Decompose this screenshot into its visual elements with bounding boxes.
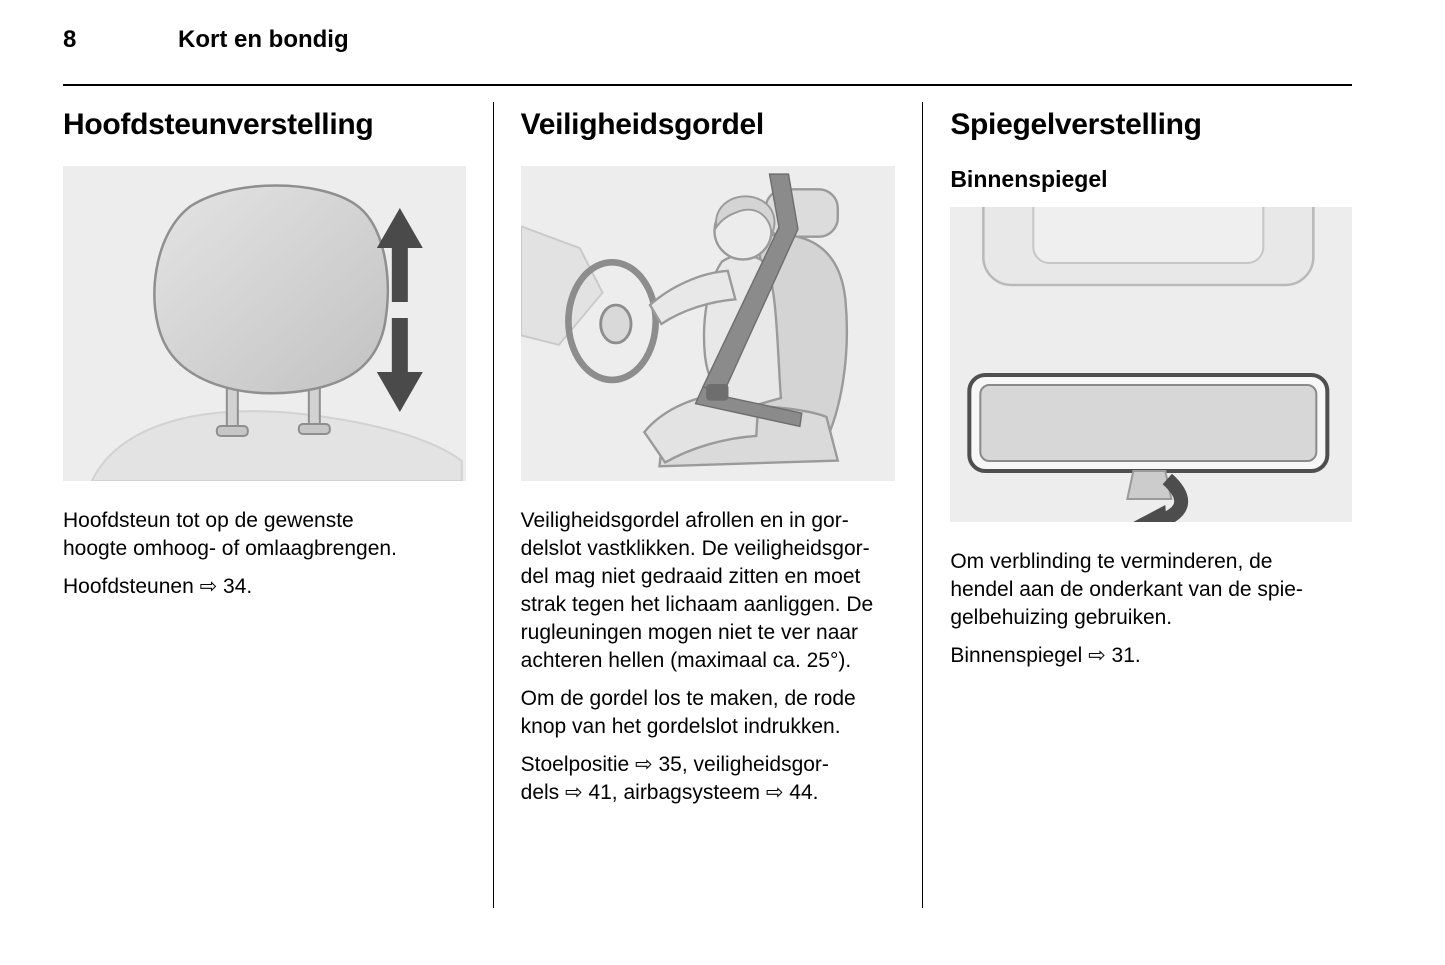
page-number: 8 xyxy=(63,26,77,53)
mirror-subtitle: Binnenspiegel xyxy=(950,166,1108,192)
header-rule xyxy=(63,84,1352,86)
seatbelt-strap-shape xyxy=(694,173,803,428)
mirror-section-title: Spiegelverstelling xyxy=(950,108,1202,141)
mirror-body-text: Om verblinding te verminderen, de hendel… xyxy=(950,548,1352,670)
section-headrest: Hoofdsteunverstelling xyxy=(63,102,493,908)
driver-head-shape xyxy=(712,195,776,261)
headrest-posts xyxy=(215,379,331,437)
steering-wheel-shape xyxy=(564,259,659,384)
seatbelt-body-text: Veiligheidsgordel afrollen en in gor- de… xyxy=(521,507,896,807)
headrest-section-title: Hoofdsteunverstelling xyxy=(63,108,374,141)
seatbelt-illustration xyxy=(520,166,896,481)
headrest-shape xyxy=(153,184,389,395)
seatbelt-section-title: Veiligheidsgordel xyxy=(520,108,765,141)
seat-top-shape xyxy=(90,410,463,481)
mirror-cross-reference: Binnenspiegel ⇨ 31. xyxy=(950,644,1141,667)
headrest-illustration xyxy=(63,166,466,481)
driver-arm-shape xyxy=(648,269,737,326)
headliner-shape xyxy=(982,207,1315,287)
page-header: 8 Kort en bondig xyxy=(63,26,1352,54)
lever-arrow-icon xyxy=(1133,473,1189,522)
headrest-body-text: Hoofdsteun tot op de gewenste hoogte omh… xyxy=(63,507,466,601)
headrest-paragraph: Hoofdsteun tot op de gewenste hoogte omh… xyxy=(63,509,397,560)
section-mirror: Spiegelverstelling Binnenspiegel xyxy=(922,102,1352,908)
mirror-illustration-svg xyxy=(953,207,1349,522)
seatbelt-paragraph-1: Veiligheidsgordel afrollen en in gor- de… xyxy=(520,509,874,672)
rear-view-mirror-shape xyxy=(967,373,1330,500)
up-down-arrows-icon xyxy=(376,208,423,412)
content-columns: Hoofdsteunverstelling xyxy=(63,102,1352,908)
seatbelt-cross-reference: Stoelpositie ⇨ 35, veiligheidsgor- dels … xyxy=(520,753,829,804)
seatbelt-paragraph-2: Om de gordel los te maken, de rode knop … xyxy=(520,687,856,738)
dashboard-shape xyxy=(520,225,604,346)
manual-page: 8 Kort en bondig Hoofdsteunverstelling xyxy=(63,26,1352,908)
headrest-cross-reference: Hoofdsteunen ⇨ 34. xyxy=(63,575,253,598)
section-seatbelt: Veiligheidsgordel xyxy=(492,102,923,908)
seatbelt-illustration-svg xyxy=(520,173,896,473)
headrest-illustration-svg xyxy=(66,166,463,481)
mirror-illustration xyxy=(950,207,1352,522)
mirror-paragraph: Om verblinding te verminderen, de hendel… xyxy=(950,550,1303,629)
chapter-title: Kort en bondig xyxy=(178,26,349,53)
